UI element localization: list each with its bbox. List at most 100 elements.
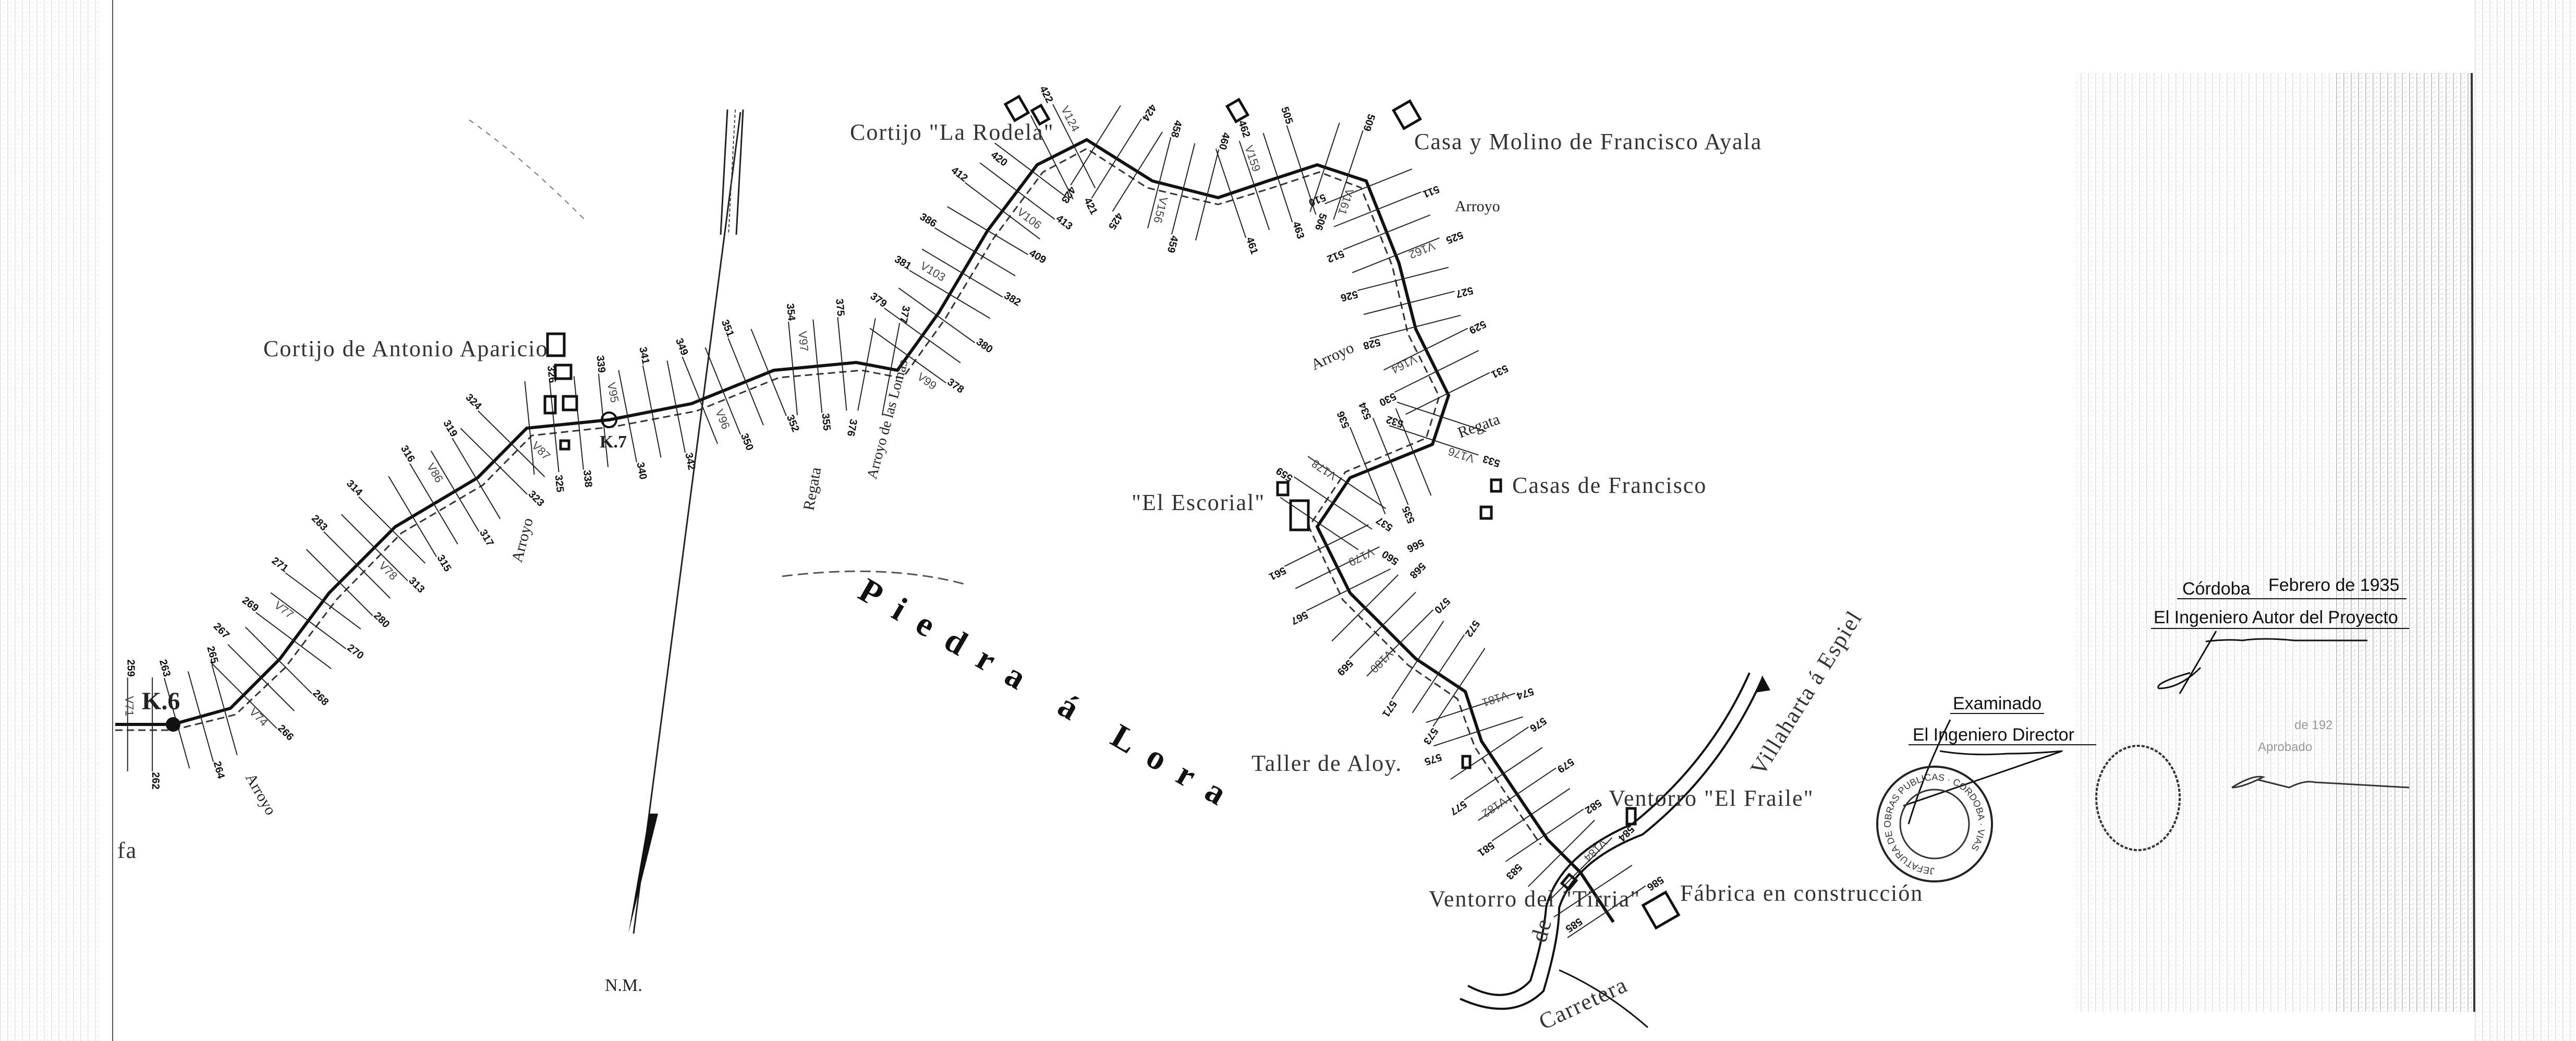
cross-section-line [1215, 149, 1247, 238]
cross-section-line [1195, 149, 1220, 241]
station-number: 573 [1421, 725, 1440, 746]
cross-section-line [884, 308, 961, 364]
station-number: 264 [211, 760, 227, 780]
seal-text-wrapper: JEFATURA DE OBRAS PUBLICAS · CORDOBA · V… [1882, 772, 1987, 876]
cross-section-line [682, 356, 718, 444]
station-number: 317 [477, 528, 496, 549]
cross-section-line [285, 572, 361, 630]
signature-author-title: El Ingeniero Autor del Proyecto [2154, 608, 2398, 627]
station-number: 319 [441, 418, 459, 439]
label-villaharta-espiel: Villaharta á Espiel [1745, 606, 1867, 780]
station-number: 566 [1405, 537, 1426, 555]
cross-section-line [869, 328, 946, 384]
station-number: 577 [1448, 798, 1469, 817]
label-casa-molino-ayala: Casa y Molino de Francisco Ayala [1414, 129, 1762, 154]
stream-label: Regata [1455, 410, 1502, 441]
cross-section-line [1389, 425, 1479, 456]
vertex-label: V181 [1480, 688, 1510, 709]
station-number: 413 [1054, 213, 1075, 233]
cross-section-line [573, 376, 584, 470]
seal-text: JEFATURA DE OBRAS PUBLICAS · CORDOBA · V… [1882, 772, 1987, 876]
cross-section-line [964, 182, 1040, 240]
station-number: 585 [1563, 915, 1584, 935]
cross-section-line [1112, 131, 1163, 212]
stream-label: Regata [800, 466, 824, 512]
cross-section-line [1309, 123, 1340, 212]
vertex-label: V156 [1151, 196, 1170, 225]
cross-section-line [323, 531, 391, 599]
cross-section-line [881, 323, 901, 416]
station-number: 512 [1326, 248, 1346, 265]
station-number: 262 [150, 772, 161, 789]
station-number: 569 [1335, 657, 1355, 677]
cross-section-line [1450, 727, 1529, 780]
north-label: N.M. [605, 976, 642, 995]
station-number: 259 [125, 659, 137, 676]
kilometer-marker-k7: K.7 [600, 411, 627, 452]
station-number: 584 [1615, 823, 1636, 844]
station-number: 536 [1335, 409, 1352, 430]
cross-section-line [1383, 328, 1468, 371]
station-number: 531 [1489, 362, 1510, 381]
station-number: 582 [1583, 797, 1603, 816]
cross-section-line [1171, 143, 1196, 235]
station-number: 528 [1362, 336, 1382, 352]
cross-section-line [857, 318, 876, 411]
vertex-label: V71 [123, 696, 136, 716]
cross-section-line [1238, 141, 1270, 231]
cross-section-line [618, 370, 637, 463]
cross-section-line [210, 661, 277, 729]
station-number: 315 [434, 553, 453, 574]
cross-section-line [1262, 132, 1293, 223]
station-number: 462 [1236, 119, 1253, 139]
cross-section-line [1491, 788, 1570, 842]
station-number: 579 [1555, 756, 1576, 775]
station-number: 572 [1463, 618, 1482, 639]
cross-section-line [1527, 819, 1595, 887]
cross-section-line [1357, 267, 1449, 291]
cross-section-line [1366, 609, 1434, 677]
label-el-escorial: "El Escorial" [1132, 490, 1265, 515]
official-seal: JEFATURA DE OBRAS PUBLICAS · CORDOBA · V… [1876, 766, 1993, 882]
cross-section-line [1349, 427, 1386, 515]
label-cortijo-antonio-aparicio: Cortijo de Antonio Aparicio [263, 336, 549, 361]
cross-section-line [1372, 417, 1409, 505]
station-number: 263 [157, 658, 173, 678]
vertex-label: V161 [1335, 187, 1356, 216]
station-number: 381 [892, 253, 913, 272]
approval-stamp: de 192 Aprobado [2231, 718, 2410, 789]
cross-section-line [921, 248, 1003, 298]
vertex-label: V176 [1447, 445, 1476, 466]
label-fabrica-construccion: Fábrica en construcción [1680, 880, 1923, 906]
label-cortijo-la-rodela: Cortijo "La Rodela" [850, 119, 1054, 145]
cross-section-line [1348, 591, 1416, 659]
cross-section-line [1295, 546, 1380, 589]
station-number: 568 [1407, 560, 1428, 580]
label-left-edge: fa [117, 838, 137, 863]
building-icons [543, 94, 1681, 930]
examined-label: Examinado [1953, 694, 2042, 713]
cross-section-line [1325, 168, 1413, 204]
cross-section-line [979, 162, 1055, 220]
station-number: 529 [1467, 318, 1488, 336]
cross-section-line [388, 476, 437, 558]
cross-section-line [1363, 290, 1455, 315]
signature-city: Córdoba [2182, 579, 2251, 599]
station-number: 560 [1380, 548, 1401, 567]
cross-section-line [187, 671, 214, 762]
cross-section-line [934, 227, 1016, 276]
vertex-label: V95 [605, 381, 622, 404]
station-number: 537 [1374, 514, 1395, 534]
station-number: 313 [406, 575, 427, 595]
station-number: 571 [1380, 698, 1399, 719]
route-centerline [115, 138, 1615, 923]
station-number: 422 [1037, 84, 1055, 105]
cross-section-line [1394, 350, 1479, 393]
station-number: 559 [1274, 465, 1295, 484]
station-number: 409 [1027, 247, 1048, 266]
cross-section-line [1391, 621, 1444, 700]
cross-section-line [598, 373, 609, 467]
cross-section-line [1294, 476, 1372, 530]
